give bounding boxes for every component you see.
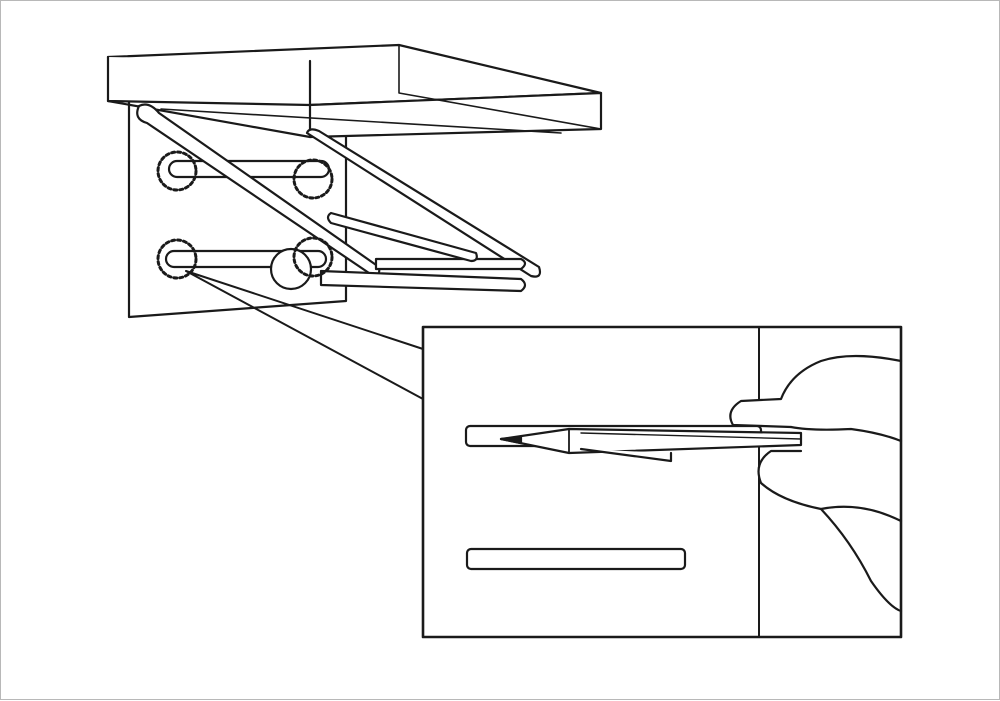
hole-callouts <box>156 150 334 280</box>
wire-bracket <box>136 103 542 293</box>
callout-lower-left <box>156 238 198 280</box>
callout-lower-right <box>292 236 334 278</box>
pencil-icon <box>499 427 803 463</box>
callout-upper-right <box>292 158 334 200</box>
shelf-underside <box>160 108 562 134</box>
detail-lower-slot <box>465 547 687 571</box>
zoom-leader-lines <box>185 270 424 400</box>
hand-icon <box>729 354 903 613</box>
callout-upper-left <box>156 150 198 192</box>
